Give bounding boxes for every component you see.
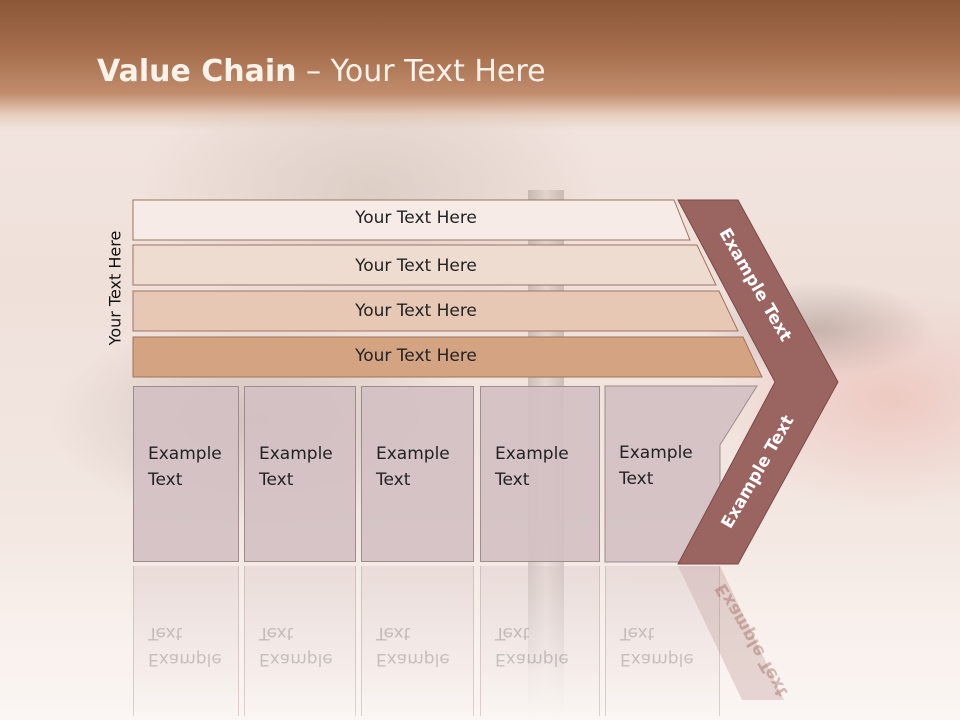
box-1-reflection-line1: Example bbox=[148, 649, 222, 669]
header-band bbox=[0, 0, 960, 130]
chevron-shape bbox=[677, 199, 839, 565]
box-1-reflection: Example Text bbox=[133, 566, 239, 716]
box-4-reflection-line1: Example bbox=[495, 649, 569, 669]
chevron-reflection bbox=[678, 566, 784, 700]
box-3-reflection-text: Example Text bbox=[376, 620, 476, 672]
box-5-reflection-text: Example Text bbox=[620, 620, 720, 672]
box-5-reflection-line1: Example bbox=[620, 649, 694, 669]
box-4-reflection-text: Example Text bbox=[495, 620, 595, 672]
box-1-reflection-text: Example Text bbox=[148, 620, 248, 672]
box-4-reflection-line2: Text bbox=[495, 623, 530, 643]
box-4-line1: Example bbox=[495, 444, 569, 464]
box-5-reflection: Example Text bbox=[605, 566, 720, 716]
row-label-2: Your Text Here bbox=[355, 256, 477, 276]
box-3-reflection-line1: Example bbox=[376, 649, 450, 669]
bottom-fade bbox=[0, 540, 960, 720]
box-3-line1: Example bbox=[376, 444, 450, 464]
box-3-line2: Text bbox=[376, 470, 411, 490]
row-bar-4 bbox=[132, 336, 763, 378]
box-1-line2: Text bbox=[148, 470, 183, 490]
box-4-reflection: Example Text bbox=[480, 566, 600, 716]
page-title: Value Chain – Your Text Here bbox=[97, 54, 546, 89]
box-3-reflection: Example Text bbox=[361, 566, 474, 716]
title-bold: Value Chain bbox=[97, 54, 297, 89]
row-label-4: Your Text Here bbox=[355, 346, 477, 366]
box-2-line2: Text bbox=[259, 470, 294, 490]
box-1-line1: Example bbox=[148, 444, 222, 464]
box-1-reflection-line2: Text bbox=[148, 623, 183, 643]
box-5-line1: Example bbox=[619, 443, 693, 463]
box-2-reflection-line1: Example bbox=[259, 649, 333, 669]
box-3-reflection-line2: Text bbox=[376, 623, 411, 643]
box-4-line2: Text bbox=[495, 470, 530, 490]
box-5-line2: Text bbox=[619, 469, 654, 489]
row-bar-1 bbox=[132, 199, 691, 241]
row-bar-3 bbox=[132, 290, 739, 332]
box-5-reflection-line2: Text bbox=[620, 623, 655, 643]
box-2-reflection-line2: Text bbox=[259, 623, 294, 643]
box-2-line1: Example bbox=[259, 444, 333, 464]
box-2-reflection: Example Text bbox=[244, 566, 356, 716]
row-bar-2 bbox=[132, 244, 717, 286]
box-2-reflection-text: Example Text bbox=[259, 620, 359, 672]
row-label-1: Your Text Here bbox=[355, 208, 477, 228]
row-label-3: Your Text Here bbox=[355, 301, 477, 321]
title-rest: – Your Text Here bbox=[296, 54, 546, 89]
